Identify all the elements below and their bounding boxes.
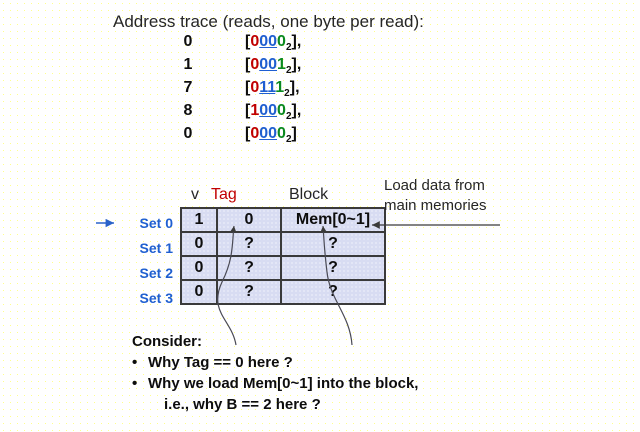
list-item: • Why we load Mem[0~1] into the block,: [132, 373, 418, 394]
table-row: 0 ? ?: [180, 279, 386, 305]
trace-index-bits: 11: [259, 79, 276, 96]
trace-tag-bits: 0: [250, 56, 260, 73]
trace-offset-bits: 0: [277, 33, 286, 50]
trace-base-subscript: 2: [285, 134, 292, 146]
load-data-note-line1: Load data from: [384, 177, 485, 194]
cell-valid: 0: [180, 279, 218, 305]
trace-base-subscript: 2: [284, 88, 290, 100]
trace-suffix: ,: [296, 56, 302, 73]
cell-valid: 0: [180, 231, 218, 257]
cache-table: 1 0 Mem[0~1] 0 ? ? 0 ? ? 0 ? ?: [180, 207, 386, 305]
set-label-1: Set 1: [139, 240, 173, 256]
set-label-0: Set 0: [139, 215, 173, 231]
trace-tag-bits: 0: [250, 125, 260, 142]
set-label-2: Set 2: [139, 265, 173, 281]
trace-decimal: 1: [183, 56, 193, 73]
cell-tag: 0: [216, 207, 282, 233]
load-data-note: Load data from main memories: [384, 176, 487, 216]
trace-suffix: ,: [296, 102, 302, 119]
table-row: 1 0 Mem[0~1]: [180, 207, 386, 233]
bullet-icon: •: [132, 354, 138, 371]
column-header-tag: Tag: [211, 186, 237, 203]
trace-binary: [00002]: [245, 125, 297, 146]
trace-offset-bits: 0: [277, 102, 286, 119]
load-data-note-line2: main memories: [384, 197, 487, 214]
trace-binary: [00012],: [245, 56, 302, 77]
column-header-valid: v: [191, 186, 199, 203]
cell-tag: ?: [216, 255, 282, 281]
trace-offset-bits: 1: [277, 56, 286, 73]
cell-block: ?: [280, 231, 386, 257]
list-item: • Why Tag == 0 here ?: [132, 352, 418, 373]
cell-block: ?: [280, 255, 386, 281]
trace-index-bits: 00: [259, 102, 278, 119]
trace-binary: [10002],: [245, 102, 302, 123]
cell-tag: ?: [216, 231, 282, 257]
bullet-icon: •: [132, 375, 138, 392]
consider-block: Consider: • Why Tag == 0 here ? • Why we…: [132, 331, 418, 415]
trace-base-subscript: 2: [285, 42, 292, 54]
trace-tag-bits: 0: [250, 79, 260, 96]
address-trace-title: Address trace (reads, one byte per read)…: [113, 12, 424, 31]
trace-binary: [00002],: [245, 33, 302, 54]
trace-offset-bits: 1: [275, 79, 285, 96]
column-header-block: Block: [289, 186, 329, 203]
trace-decimal: 7: [183, 79, 193, 96]
trace-index-bits: 00: [259, 33, 278, 50]
trace-decimal: 8: [183, 102, 193, 119]
trace-base-subscript: 2: [285, 65, 292, 77]
trace-decimal: 0: [183, 33, 193, 50]
cell-tag: ?: [216, 279, 282, 305]
consider-item-text: Why we load Mem[0~1] into the block,: [148, 375, 419, 392]
cell-valid: 0: [180, 255, 218, 281]
table-row: 0 ? ?: [180, 255, 386, 281]
trace-index-bits: 00: [259, 56, 278, 73]
trace-tag-bits: 1: [250, 102, 260, 119]
cell-valid: 1: [180, 207, 218, 233]
trace-binary: [01112],: [245, 79, 300, 100]
trace-tag-bits: 0: [250, 33, 260, 50]
trace-suffix: ,: [295, 79, 300, 96]
trace-offset-bits: 0: [277, 125, 286, 142]
trace-decimal: 0: [183, 125, 193, 142]
trace-index-bits: 00: [259, 125, 278, 142]
cell-block: Mem[0~1]: [280, 207, 386, 233]
table-row: 0 ? ?: [180, 231, 386, 257]
trace-base-subscript: 2: [285, 111, 292, 123]
set-label-3: Set 3: [139, 290, 173, 306]
consider-item-continuation: i.e., why B == 2 here ?: [164, 396, 321, 413]
cell-block: ?: [280, 279, 386, 305]
consider-item-text: Why Tag == 0 here ?: [148, 354, 293, 371]
consider-heading: Consider:: [132, 333, 203, 350]
trace-suffix: ,: [296, 33, 302, 50]
